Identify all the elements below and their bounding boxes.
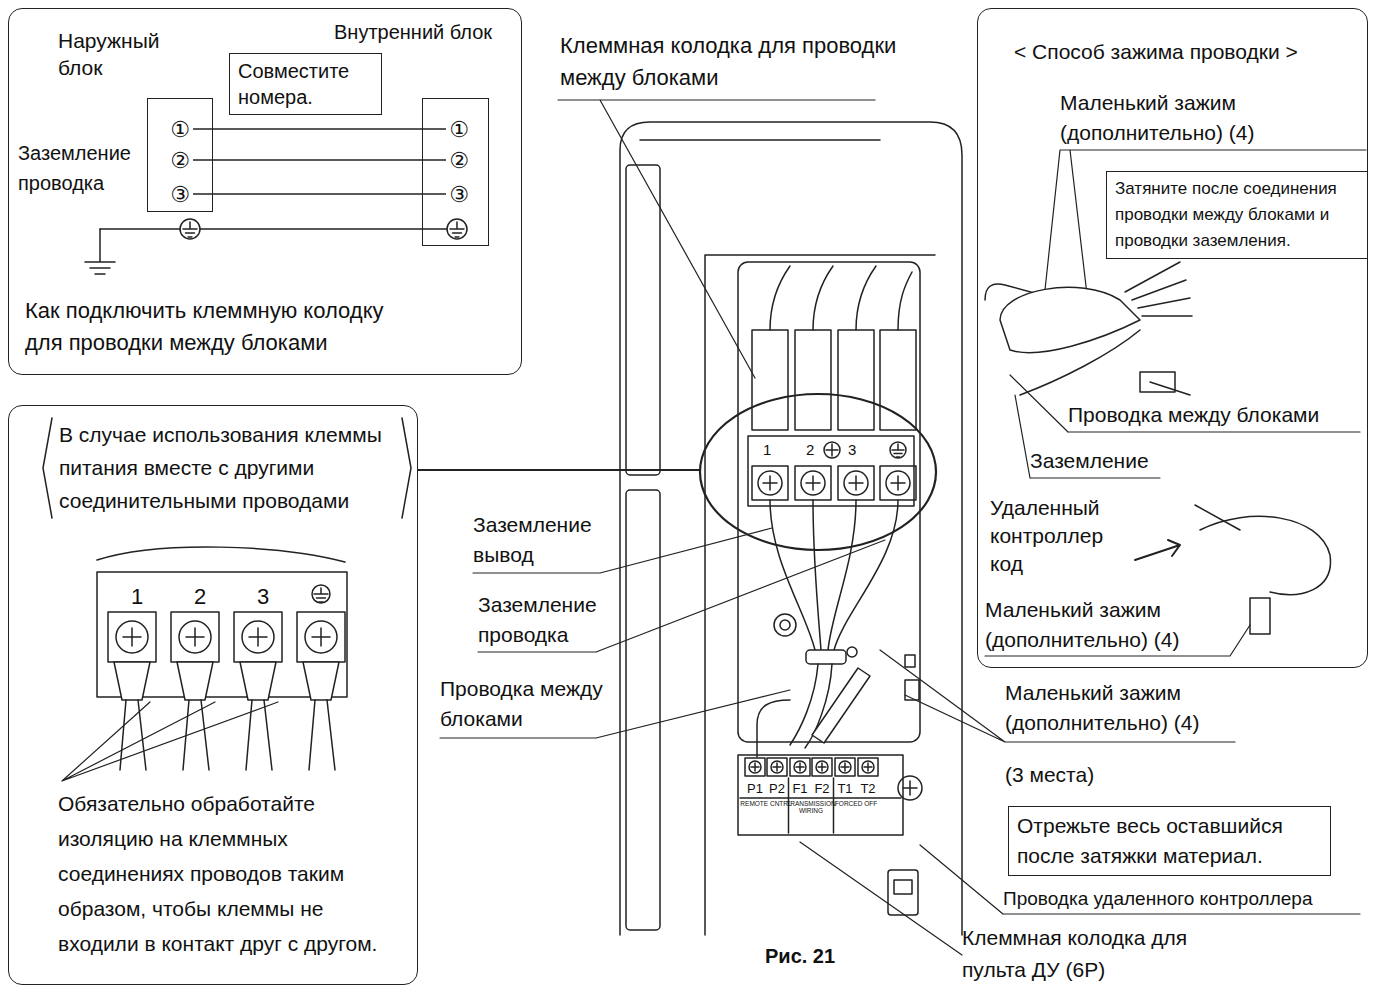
callout-label: Проводка удаленного контроллера	[1003, 887, 1312, 911]
pin-name: T1	[834, 781, 856, 797]
callout-label: Заземление	[1030, 448, 1149, 474]
terminal-number: 1	[131, 583, 143, 611]
outdoor-terminal-block: Наружный блок①②③	[147, 98, 213, 212]
callout-label: Удаленный контроллер код	[990, 494, 1120, 578]
terminal-number: 3	[257, 583, 269, 611]
terminal-number: 2	[194, 583, 206, 611]
callout-label: (3 места)	[1005, 762, 1094, 788]
callout-label: Заземление проводка	[18, 138, 153, 198]
indoor-unit-housing	[418, 122, 962, 935]
inter-unit-wire	[193, 128, 446, 130]
indoor-terminal-block: Внутренний блок①②③	[422, 98, 489, 246]
detail-panel-text: В случае использования клеммы питания вм…	[59, 418, 399, 517]
callout-label: Маленький зажим (дополнительно) (4)	[1005, 678, 1245, 738]
callout-label: Маленький зажим (дополнительно) (4)	[985, 595, 1225, 655]
outdoor-terminal-block-text: Наружный блок	[58, 27, 183, 81]
callout-label: Проводка между блоками	[440, 674, 630, 734]
instruction-panel-text: Как подключить клеммную колодку для пров…	[25, 295, 425, 359]
note-box-text: Совместите номера.	[238, 58, 373, 110]
note-box: Отрежьте весь оставшийся после затяжки м…	[1008, 806, 1331, 876]
terminal-number: ②	[446, 147, 472, 173]
callout-note: Обязательно обработайте изоляцию на клем…	[58, 786, 403, 961]
terminal-number-text: ③	[446, 181, 472, 209]
clamp-illustration	[985, 262, 1330, 634]
terminal-number: ③	[446, 181, 472, 207]
callout-label: Заземление вывод	[473, 510, 613, 570]
terminal-number: 3	[848, 441, 856, 460]
inter-unit-wire	[193, 193, 446, 195]
terminal-number-text: ①	[446, 116, 472, 144]
note-box-text: Затяните после соединения проводки между…	[1115, 176, 1359, 254]
callout-label: Клеммная колодка для пульта ДУ (6P)	[962, 922, 1224, 986]
terminal-illustration	[62, 547, 347, 781]
pin-name: P1	[744, 781, 766, 797]
terminal-number: ①	[167, 116, 193, 142]
clamp-panel-text: < Способ зажима проводки >	[1014, 39, 1298, 65]
terminal-number: ③	[167, 181, 193, 207]
inter-unit-wire	[193, 159, 446, 161]
terminal-number: 2	[806, 441, 814, 460]
note-box-text: Отрежьте весь оставшийся после затяжки м…	[1017, 811, 1322, 871]
pin-name: F1	[789, 781, 811, 797]
terminal-number-text: ①	[167, 116, 193, 144]
figure-caption: Рис. 21	[765, 944, 835, 969]
note-box: Затяните после соединения проводки между…	[1106, 171, 1368, 259]
terminal-number-text: ③	[167, 181, 193, 209]
pin-name: F2	[811, 781, 833, 797]
pin-name: T2	[857, 781, 879, 797]
terminal-number-text: ②	[446, 147, 472, 175]
terminal-number: 1	[763, 441, 771, 460]
indoor-terminal-block-text: Внутренний блок	[334, 20, 492, 45]
callout-label: Проводка между блоками	[1068, 402, 1319, 428]
note-box: Совместите номера.	[229, 53, 382, 115]
terminal-number: ①	[446, 116, 472, 142]
pin-name: P2	[766, 781, 788, 797]
bracket	[43, 418, 411, 518]
ground-wire	[85, 219, 467, 274]
callout-label: Клеммная колодка для проводки между блок…	[560, 30, 930, 94]
signal-name: FORCED OFF	[826, 800, 886, 807]
signal-name: TRANSMISSION WIRING	[781, 800, 841, 814]
callout-label: Заземление проводка	[478, 590, 618, 650]
callout-label: Маленький зажим (дополнительно) (4)	[1060, 88, 1300, 148]
leader-line	[440, 100, 1366, 955]
terminal-number: ②	[167, 147, 193, 173]
terminal-number-text: ②	[167, 147, 193, 175]
